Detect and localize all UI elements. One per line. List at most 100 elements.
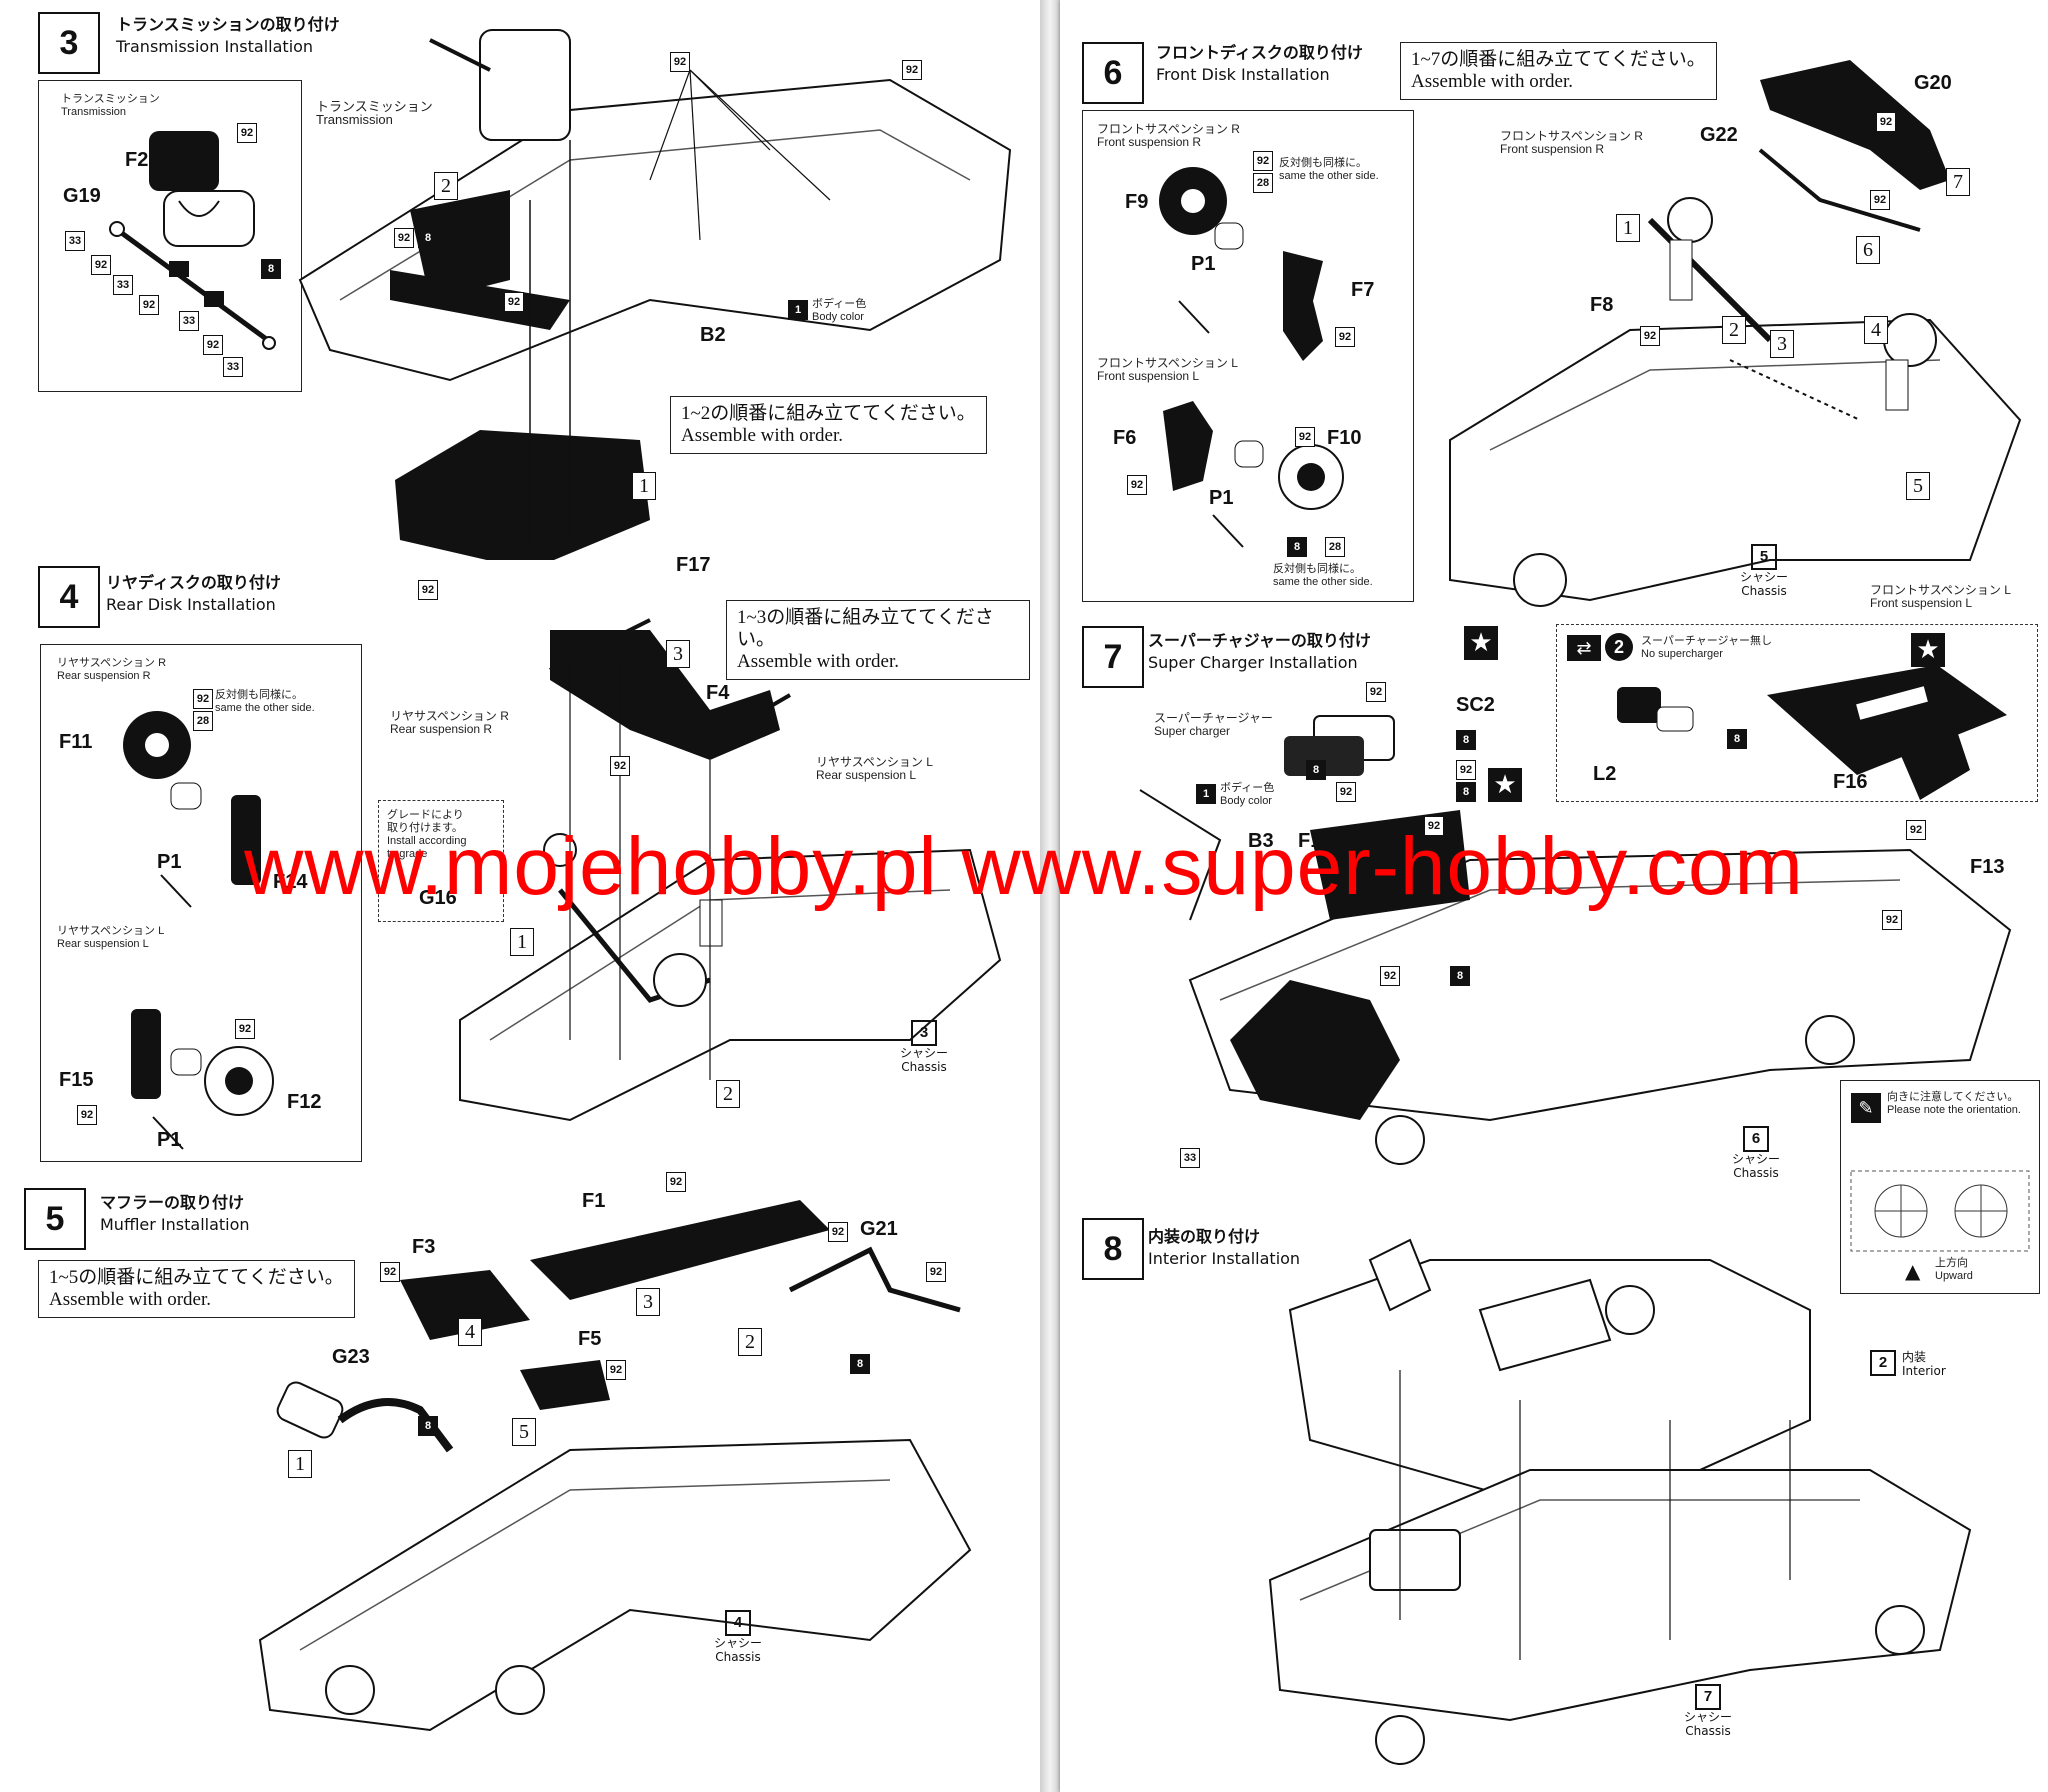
part-G16: G16 bbox=[419, 887, 457, 909]
part-G23: G23 bbox=[332, 1346, 370, 1368]
front-suspension-r-label: フロントサスペンション R Front suspension R bbox=[1500, 129, 1643, 156]
part-number: 92 bbox=[902, 60, 922, 80]
orientation-note-box: ✎ 向きに注意してください。 Please note the orientati… bbox=[1840, 1080, 2040, 1294]
body-color-label: ボディー色 Body color bbox=[812, 298, 867, 323]
part-F7: F7 bbox=[1351, 279, 1375, 301]
grade-option-box: グレードにより 取り付けます。 Install according to gra… bbox=[378, 800, 504, 922]
interior-chassis-drawing bbox=[1268, 1238, 1972, 1765]
part-P1: P1 bbox=[157, 851, 182, 873]
part-F6: F6 bbox=[1113, 427, 1137, 449]
part-F10: F10 bbox=[1327, 427, 1362, 449]
title-en: Front Disk Installation bbox=[1156, 65, 1330, 84]
part-number: 33 bbox=[65, 231, 85, 251]
part-F9: F9 bbox=[1125, 191, 1149, 213]
assembly-step: 1 bbox=[632, 472, 656, 500]
assembly-order-note: 1~2の順番に組み立ててください。 Assemble with order. bbox=[670, 396, 987, 454]
transmission-label: トランスミッション Transmission bbox=[316, 99, 433, 127]
rear-suspension-l-label: リヤサスペンション L Rear suspension L bbox=[57, 925, 165, 950]
chassis-number: 7 bbox=[1695, 1684, 1721, 1710]
inset-label: トランスミッション Transmission bbox=[61, 93, 160, 118]
step-number: 3 bbox=[38, 12, 100, 74]
part-P1: P1 bbox=[1191, 253, 1216, 275]
interior-number: 2 bbox=[1870, 1350, 1896, 1376]
part-number: 92 bbox=[394, 228, 414, 248]
part-number: 33 bbox=[1180, 1148, 1200, 1168]
part-number: 92 bbox=[1906, 820, 1926, 840]
part-number: 92 bbox=[91, 255, 111, 275]
orientation-note: 向きに注意してください。 Please note the orientation… bbox=[1887, 1091, 2021, 1116]
swap-icon: ⇄ bbox=[1567, 635, 1601, 661]
star-icon: ★ bbox=[1488, 768, 1522, 802]
part-number: 1 bbox=[788, 300, 808, 320]
part-number: 92 bbox=[139, 295, 159, 315]
part-number: 1 bbox=[1196, 784, 1216, 804]
section-6: 6 フロントディスクの取り付け Front Disk Installation … bbox=[1070, 0, 2038, 620]
part-number: 8 bbox=[418, 228, 438, 248]
part-number: 8 bbox=[1456, 730, 1476, 750]
front-suspension-l-label: フロントサスペンション L Front suspension L bbox=[1097, 356, 1238, 383]
part-number: 28 bbox=[1253, 173, 1273, 193]
part-F8: F8 bbox=[1590, 294, 1614, 316]
left-page: 3 トランスミッションの取り付け Transmission Installati… bbox=[0, 0, 1040, 1792]
part-number: 8 bbox=[261, 259, 281, 279]
assembly-step: 2 bbox=[738, 1328, 762, 1356]
part-F16: F16 bbox=[1833, 771, 1868, 793]
part-number: 92 bbox=[380, 1262, 400, 1282]
part-number: 92 bbox=[1127, 475, 1147, 495]
transmission-inset: トランスミッション Transmission F2 G19 92 8 33 92… bbox=[38, 80, 302, 392]
part-G20: G20 bbox=[1914, 72, 1952, 94]
part-number: 92 bbox=[1640, 326, 1660, 346]
chassis-drawing bbox=[459, 618, 1002, 1122]
part-F12: F12 bbox=[287, 1091, 322, 1113]
part-F15: F15 bbox=[59, 1069, 94, 1091]
part-number: 92 bbox=[504, 292, 524, 312]
part-number: 92 bbox=[1253, 151, 1273, 171]
assembly-step: 5 bbox=[1906, 472, 1930, 500]
rear-suspension-drawing bbox=[123, 711, 274, 1150]
title-en: Muffler Installation bbox=[100, 1215, 250, 1234]
section-7: 7 スーパーチャジャーの取り付け Super Charger Installat… bbox=[1070, 620, 2040, 1294]
part-P1: P1 bbox=[1209, 487, 1234, 509]
part-number: 92 bbox=[1336, 782, 1356, 802]
section-title: 内装の取り付け Interior Installation bbox=[1148, 1226, 1300, 1270]
assembly-step: 3 bbox=[636, 1288, 660, 1316]
assembly-step: 2 bbox=[1722, 316, 1746, 344]
assembly-step: 2 bbox=[716, 1080, 740, 1108]
part-number: 8 bbox=[1727, 729, 1747, 749]
section-title: リヤディスクの取り付け Rear Disk Installation bbox=[106, 572, 281, 616]
part-B3: B3 bbox=[1248, 830, 1274, 852]
up-arrow-icon: ▲ bbox=[1905, 1259, 1921, 1283]
front-suspension-l-label: フロントサスペンション L Front suspension L bbox=[1870, 583, 2011, 610]
part-number: 92 bbox=[1870, 190, 1890, 210]
part-F3: F3 bbox=[412, 1236, 436, 1258]
book-spine bbox=[1040, 0, 1060, 1792]
part-number: 92 bbox=[828, 1222, 848, 1242]
part-number: 8 bbox=[418, 1416, 438, 1436]
part-number: 92 bbox=[203, 335, 223, 355]
watermark: www.mojehobby.pl www.super-hobby.com bbox=[244, 821, 1804, 912]
part-F5: F5 bbox=[578, 1328, 602, 1350]
part-F4: F4 bbox=[706, 682, 730, 704]
chassis-drawing bbox=[1139, 710, 2012, 1165]
section-title: フロントディスクの取り付け Front Disk Installation bbox=[1156, 42, 1363, 86]
step-number: 5 bbox=[24, 1188, 86, 1250]
assembly-step: 4 bbox=[1864, 316, 1888, 344]
part-F1: F1 bbox=[582, 1190, 606, 1212]
chassis-reference: 4 シャシー Chassis bbox=[714, 1610, 762, 1664]
chassis-drawing bbox=[298, 29, 1012, 560]
upward-label: 上方向 Upward bbox=[1935, 1257, 1973, 1282]
part-number: 92 bbox=[1366, 682, 1386, 702]
part-F13: F13 bbox=[1970, 856, 2005, 878]
assembly-step: 5 bbox=[512, 1418, 536, 1446]
rear-suspension-l-label: リヤサスペンション L Rear suspension L bbox=[816, 755, 933, 782]
part-P1: P1 bbox=[157, 1129, 182, 1151]
title-en: Super Charger Installation bbox=[1148, 653, 1358, 672]
part-G22: G22 bbox=[1700, 124, 1738, 146]
part-number: 92 bbox=[1335, 327, 1355, 347]
star-icon: ★ bbox=[1464, 626, 1498, 660]
part-number: 33 bbox=[179, 311, 199, 331]
rear-suspension-r-label: リヤサスペンション R Rear suspension R bbox=[390, 709, 509, 736]
part-number: 8 bbox=[1287, 537, 1307, 557]
part-F14: F14 bbox=[273, 871, 308, 893]
section-5: 5 マフラーの取り付け Muffler Installation 1~5の順番に… bbox=[10, 1170, 1030, 1780]
